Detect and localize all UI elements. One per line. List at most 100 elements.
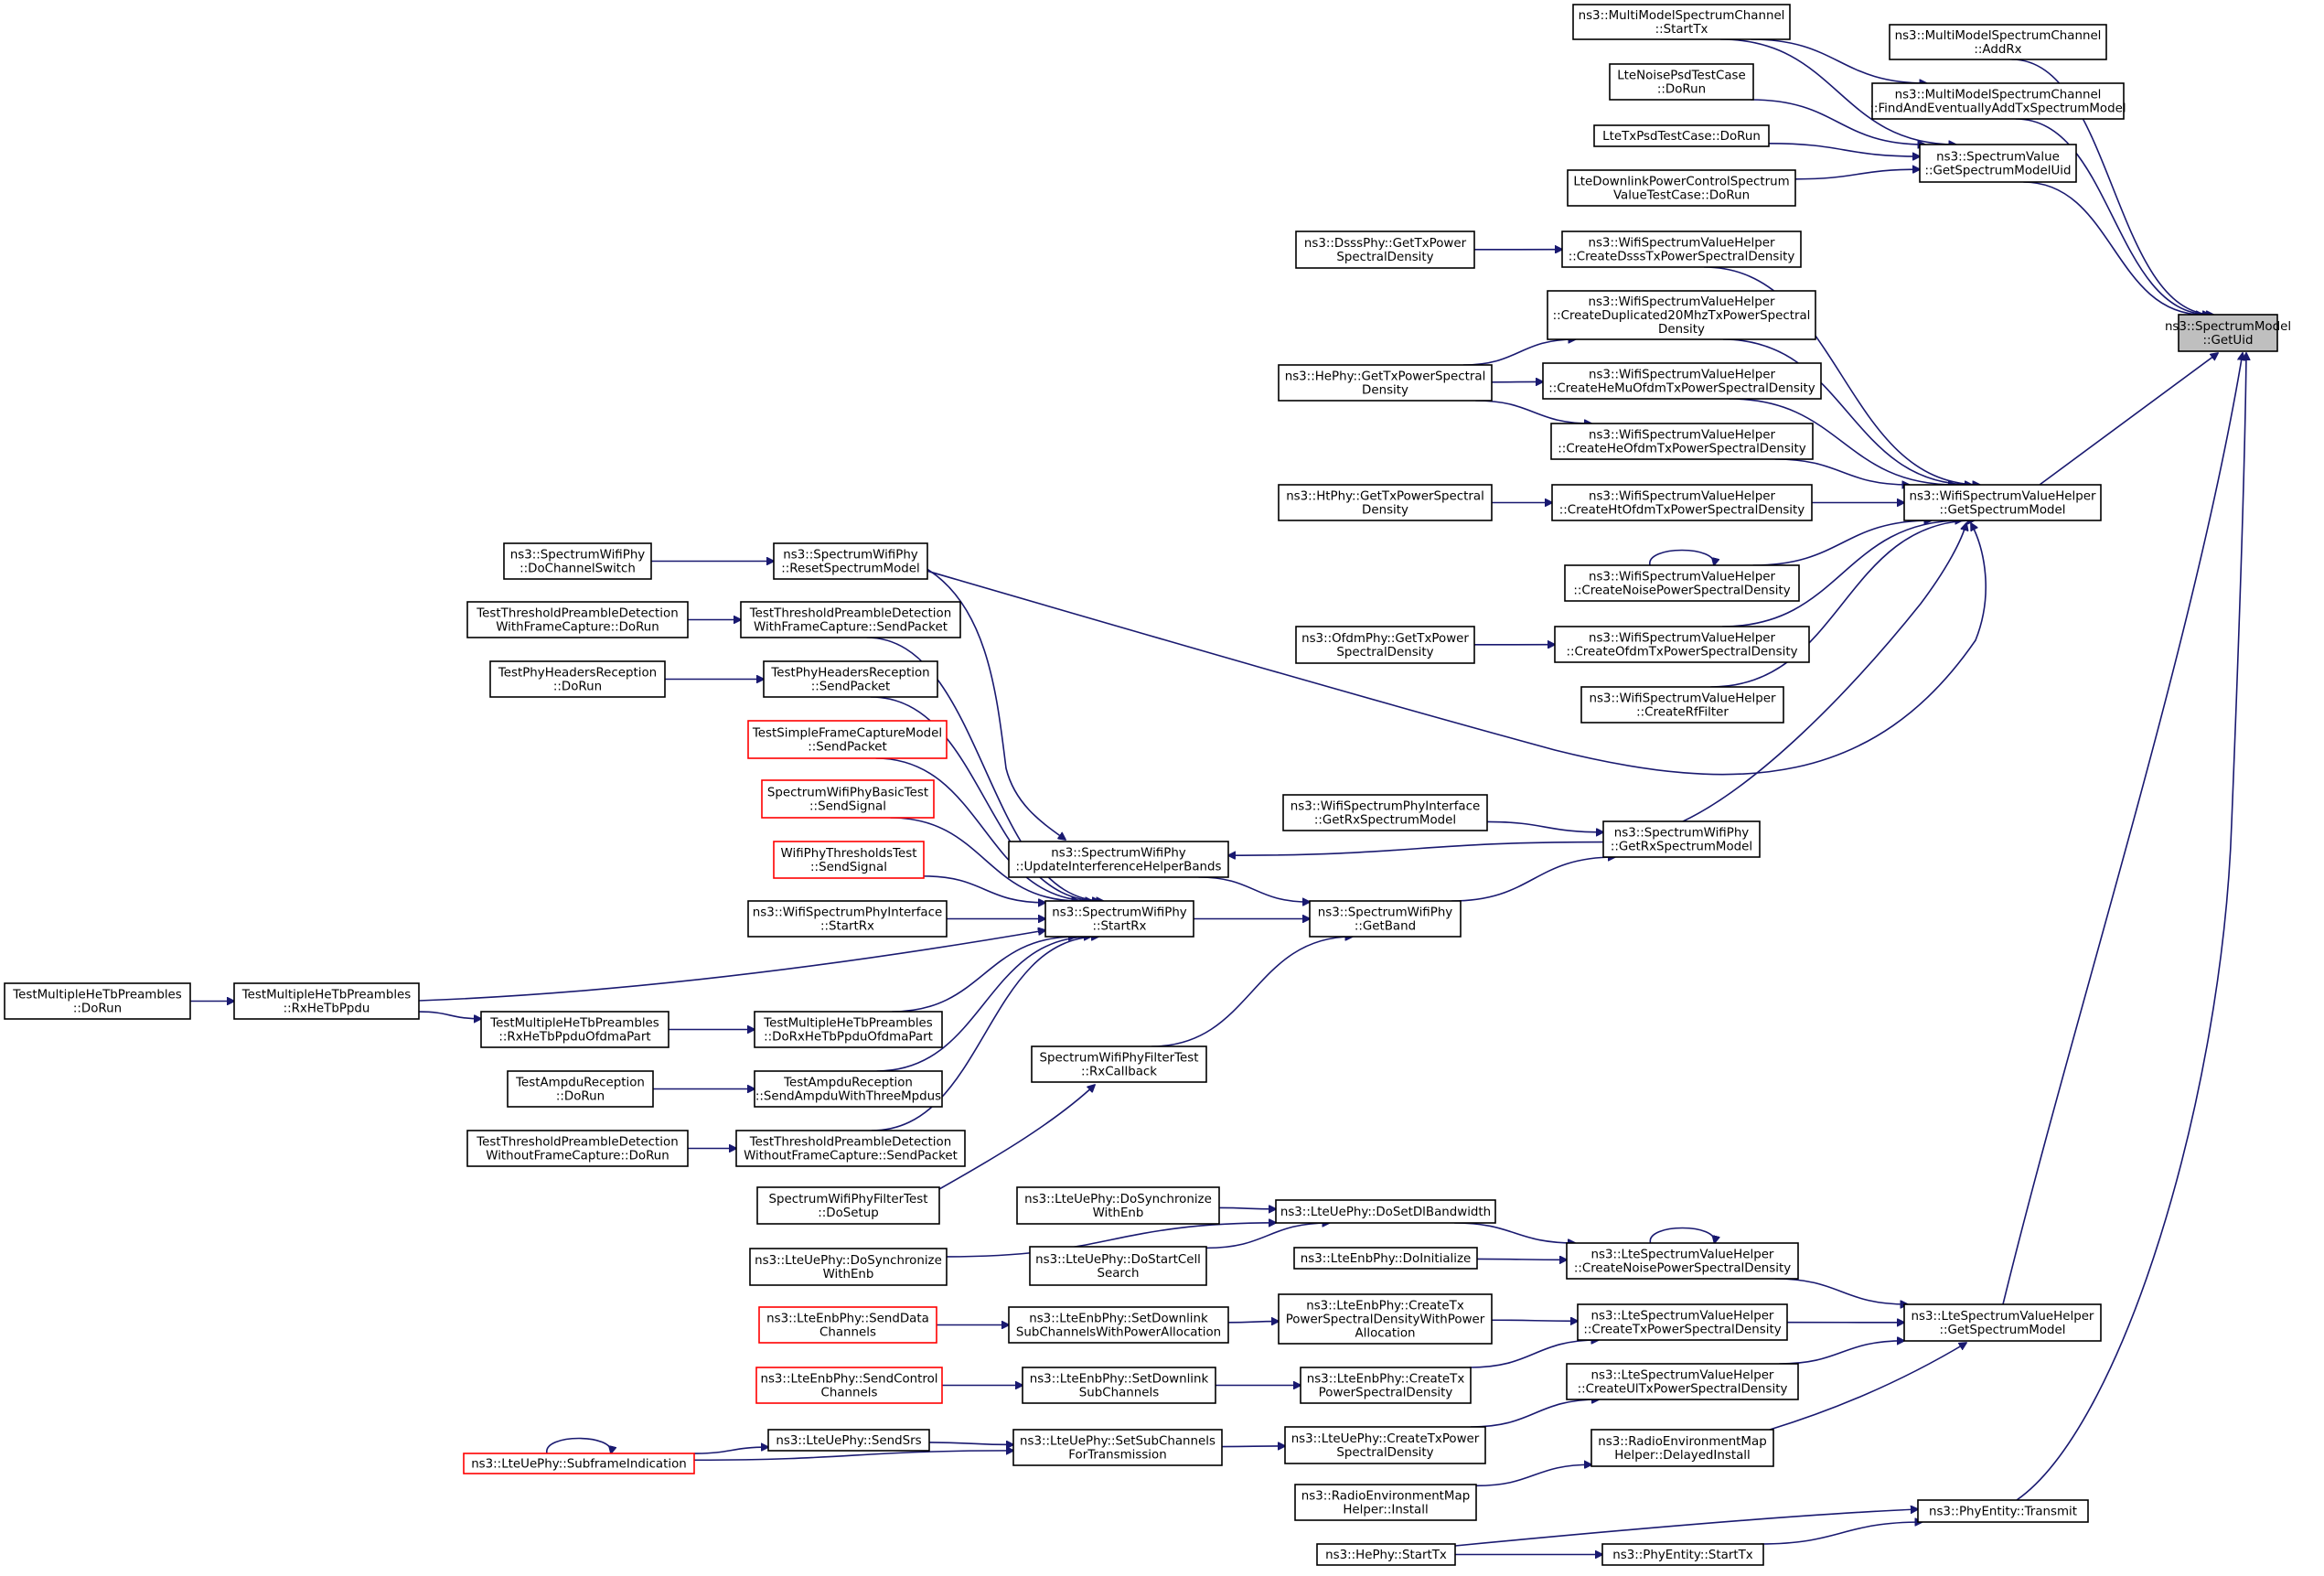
graph-node[interactable]: TestPhyHeadersReception::DoRun <box>489 660 666 698</box>
graph-node[interactable]: ns3::MultiModelSpectrumChannel::AddRx <box>1889 24 2107 60</box>
node-box[interactable] <box>773 841 925 879</box>
node-box[interactable] <box>1282 794 1488 831</box>
node-box[interactable] <box>1295 626 1475 664</box>
node-box[interactable] <box>749 1248 948 1286</box>
node-box[interactable] <box>1044 900 1194 938</box>
node-box[interactable] <box>1295 231 1475 269</box>
graph-node[interactable]: ns3::MultiModelSpectrumChannel::FindAndE… <box>1869 82 2126 120</box>
graph-node[interactable]: ns3::SpectrumWifiPhy::GetRxSpectrumModel <box>1602 820 1761 858</box>
graph-node[interactable]: ns3::PhyEntity::Transmit <box>1917 1499 2089 1523</box>
node-box[interactable] <box>773 542 928 580</box>
node-box[interactable] <box>1566 1363 1799 1400</box>
graph-node[interactable]: ns3::WifiSpectrumValueHelper::CreateHeOf… <box>1550 423 1814 460</box>
node-box[interactable] <box>761 779 935 819</box>
graph-node[interactable]: SpectrumWifiPhyFilterTest::RxCallback <box>1031 1045 1207 1083</box>
graph-node[interactable]: TestMultipleHeTbPreambles::RxHeTbPpduOfd… <box>480 1011 669 1048</box>
node-box[interactable] <box>767 1429 930 1452</box>
graph-node[interactable]: ns3::SpectrumValue::GetSpectrumModelUid <box>1919 144 2077 183</box>
graph-node[interactable]: TestAmpduReception::SendAmpduWithThreeMp… <box>754 1070 943 1108</box>
graph-node[interactable]: ns3::WifiSpectrumValueHelper::CreateNois… <box>1564 564 1800 602</box>
graph-node[interactable]: ns3::SpectrumWifiPhy::ResetSpectrumModel <box>773 542 928 580</box>
graph-node[interactable]: ns3::WifiSpectrumValueHelper::CreateOfdm… <box>1554 626 1810 663</box>
node-box[interactable] <box>1031 1045 1207 1083</box>
node-box[interactable] <box>755 1367 943 1404</box>
node-box[interactable] <box>740 601 961 638</box>
graph-node[interactable]: TestMultipleHeTbPreambles::RxHeTbPpdu <box>233 982 420 1020</box>
node-box[interactable] <box>1294 1484 1477 1521</box>
node-box[interactable] <box>1602 820 1761 858</box>
graph-node[interactable]: TestMultipleHeTbPreambles::DoRun <box>4 982 191 1020</box>
node-box[interactable] <box>1016 1186 1220 1225</box>
node-box[interactable] <box>1284 1426 1486 1464</box>
graph-node[interactable]: ns3::WifiSpectrumPhyInterface::StartRx <box>747 900 948 938</box>
node-box[interactable] <box>466 601 689 638</box>
node-box[interactable] <box>1593 124 1770 147</box>
graph-node[interactable]: LteTxPsdTestCase::DoRun <box>1593 124 1770 147</box>
graph-node[interactable]: ns3::WifiSpectrumPhyInterface::GetRxSpec… <box>1282 794 1488 831</box>
graph-node[interactable]: ns3::WifiSpectrumValueHelper::CreateDupl… <box>1547 290 1816 340</box>
node-box[interactable] <box>507 1070 654 1108</box>
node-box[interactable] <box>1871 82 2125 120</box>
node-box[interactable] <box>1008 841 1229 878</box>
node-box[interactable] <box>1567 169 1796 207</box>
node-box[interactable] <box>489 660 666 698</box>
node-box[interactable] <box>763 660 938 698</box>
graph-node[interactable]: WifiPhyThresholdsTest::SendSignal <box>773 841 925 879</box>
graph-node[interactable]: ns3::HePhy::StartTx <box>1316 1543 1456 1566</box>
graph-node[interactable]: LteDownlinkPowerControlSpectrumValueTest… <box>1567 169 1796 207</box>
node-box[interactable] <box>1293 1247 1478 1270</box>
graph-node[interactable]: TestThresholdPreambleDetectionWithFrameC… <box>740 601 961 638</box>
graph-node[interactable]: TestPhyHeadersReception::SendPacket <box>763 660 938 698</box>
node-box[interactable] <box>1903 484 2102 521</box>
node-box[interactable] <box>1903 1303 2102 1342</box>
graph-node[interactable]: TestThresholdPreambleDetectionWithFrameC… <box>466 601 689 638</box>
node-box[interactable] <box>756 1186 940 1225</box>
node-box[interactable] <box>1561 231 1802 268</box>
graph-node[interactable]: TestSimpleFrameCaptureModel::SendPacket <box>747 720 948 759</box>
graph-node[interactable]: ns3::LteSpectrumValueHelper::CreateTxPow… <box>1577 1303 1788 1341</box>
graph-node[interactable]: LteNoisePsdTestCase::DoRun <box>1609 63 1754 101</box>
graph-node[interactable]: ns3::SpectrumWifiPhy::GetBand <box>1309 900 1462 938</box>
graph-node[interactable]: ns3::LteSpectrumValueHelper::GetSpectrum… <box>1903 1303 2102 1342</box>
node-box[interactable] <box>1550 423 1814 460</box>
graph-node[interactable]: ns3::LteEnbPhy::CreateTxPowerSpectralDen… <box>1278 1293 1493 1345</box>
node-box[interactable] <box>4 982 191 1020</box>
node-box[interactable] <box>1008 1306 1229 1344</box>
graph-node[interactable]: ns3::MultiModelSpectrumChannel::StartTx <box>1572 4 1791 40</box>
node-box[interactable] <box>1012 1429 1223 1466</box>
node-box[interactable] <box>1022 1367 1216 1404</box>
node-box[interactable] <box>1917 1499 2089 1523</box>
graph-node[interactable]: ns3::LteUePhy::CreateTxPowerSpectralDens… <box>1284 1426 1486 1464</box>
node-box[interactable] <box>480 1011 669 1048</box>
graph-node[interactable]: TestMultipleHeTbPreambles::DoRxHeTbPpduO… <box>754 1011 943 1048</box>
node-box[interactable] <box>503 542 652 580</box>
graph-node[interactable]: TestThresholdPreambleDetectionWithoutFra… <box>735 1130 966 1167</box>
graph-node[interactable]: ns3::LteUePhy::SendSrs <box>767 1429 930 1452</box>
node-box[interactable] <box>1316 1543 1456 1566</box>
node-box[interactable] <box>1889 24 2107 60</box>
node-box[interactable] <box>1572 4 1791 40</box>
node-box[interactable] <box>1601 1543 1764 1566</box>
node-box[interactable] <box>1566 1242 1799 1280</box>
node-box[interactable] <box>747 720 948 759</box>
node-box[interactable] <box>1309 900 1462 938</box>
node-box[interactable] <box>1554 626 1810 663</box>
node-box[interactable] <box>1278 1293 1493 1345</box>
graph-node[interactable]: ns3::LteEnbPhy::SetDownlinkSubChannelsWi… <box>1008 1306 1229 1344</box>
graph-node[interactable]: ns3::SpectrumWifiPhy::DoChannelSwitch <box>503 542 652 580</box>
node-box[interactable] <box>1590 1429 1774 1467</box>
graph-node[interactable]: ns3::LteUePhy::SubframeIndication <box>463 1453 695 1474</box>
node-box[interactable] <box>1577 1303 1788 1341</box>
node-box[interactable] <box>1029 1246 1207 1286</box>
graph-node[interactable]: SpectrumWifiPhyBasicTest::SendSignal <box>761 779 935 819</box>
graph-node[interactable]: TestAmpduReception::DoRun <box>507 1070 654 1108</box>
